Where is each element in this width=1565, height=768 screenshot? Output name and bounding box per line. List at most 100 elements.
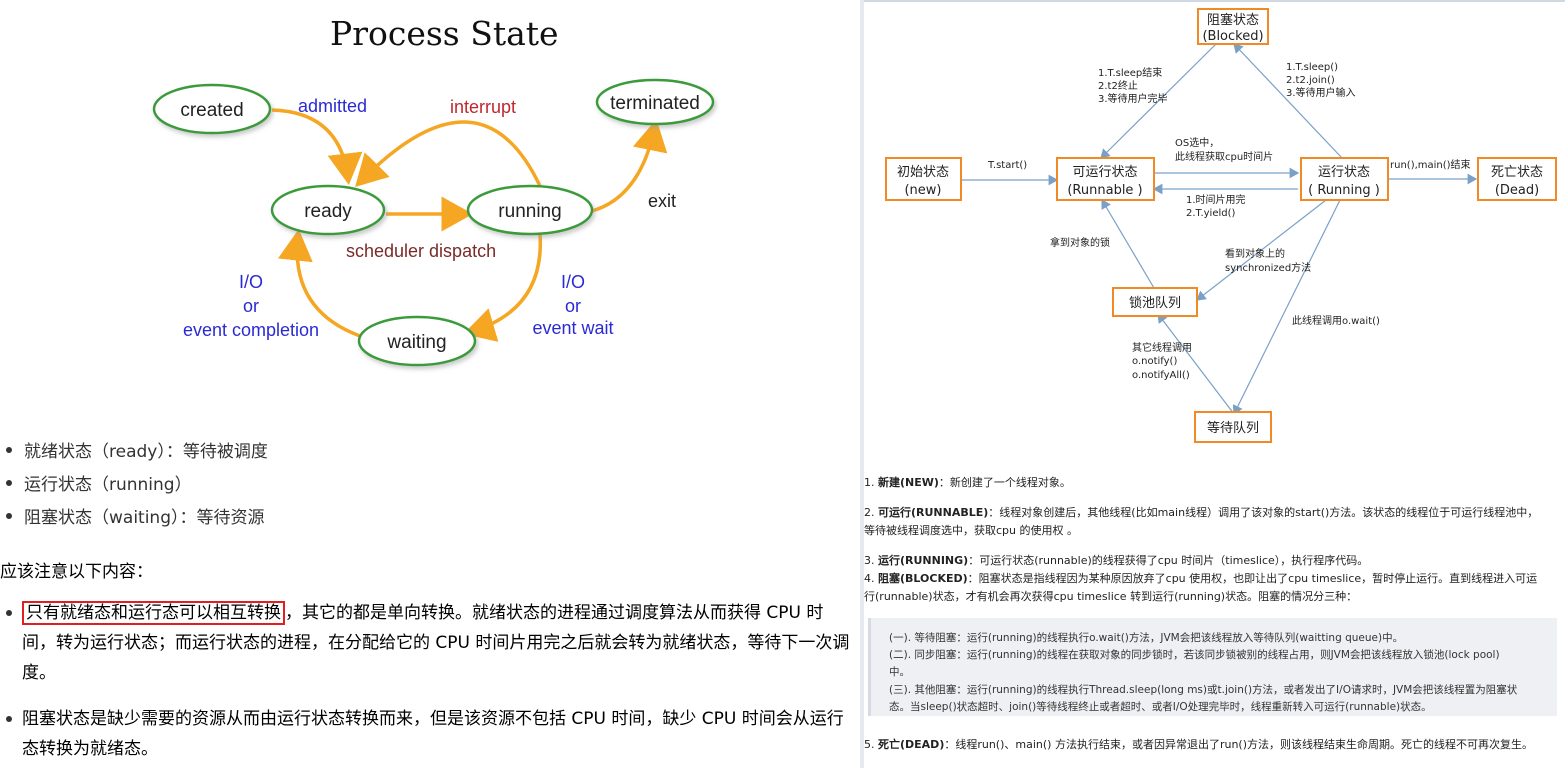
state-ready-oval [270, 184, 386, 236]
blocked-cases-box: (一). 等待阻塞：运行(running)的线程执行o.wait()方法，JVM… [868, 618, 1557, 716]
label-lock: 拿到对象的锁 [1050, 236, 1110, 249]
state-terminated-oval [595, 78, 715, 126]
para-text: ，其它的都是单向转换。就绪状态的进程通过调度算法从而获得 CPU 时间，转为运行… [22, 603, 850, 683]
desc-blocked: 4. 阻塞(BLOCKED)：阻塞状态是指线程因为某种原因放弃了cpu 使用权，… [864, 570, 1554, 606]
state-created-oval [152, 83, 272, 135]
desc-number: 5. [864, 738, 875, 751]
label-interrupt: interrupt [450, 97, 516, 117]
desc-text: ：阻塞状态是指线程因为某种原因放弃了cpu 使用权，也即让出了cpu times… [967, 572, 1538, 585]
state-running-label: running [498, 201, 561, 222]
label-r2b-3: 3.等待用户输入 [1286, 86, 1356, 99]
label-io-right-3: event wait [532, 318, 613, 338]
desc-heading: 死亡(DEAD) [878, 738, 945, 751]
thread-state-panel: 阻塞状态 (Blocked) 初始状态 (new) 可运行状态 (Runnabl… [864, 0, 1565, 768]
label-yield-2: 2.T.yield() [1186, 208, 1236, 219]
arrow-exit [587, 119, 668, 214]
arrow-lock-to-runnable [1101, 198, 1155, 289]
para-text: 阻塞状态是缺少需要的资源从而由运行状态转换而来，但是该资源不包括 CPU 时间，… [22, 709, 844, 759]
list-item: 阻塞状态（waiting）：等待资源 [6, 506, 265, 530]
label-scheduler-dispatch: scheduler dispatch [346, 241, 496, 261]
label-dead: run(),main()结束 [1390, 158, 1471, 171]
bullet-dot [6, 610, 12, 616]
label-b2r-2: 2.t2终止 [1098, 79, 1138, 92]
note-heading: 应该注意以下内容： [0, 562, 153, 582]
label-sync-1: 看到对象上的 [1225, 247, 1285, 260]
label-io-left-3: event completion [183, 320, 319, 340]
blocked-case-3-cont: 态。当sleep()状态超时、join()等待线程终止或者超时、或者I/O处理完… [889, 701, 1432, 713]
panel-divider [860, 0, 864, 768]
para-transition: 只有就绪态和运行态可以相互转换，其它的都是单向转换。就绪状态的进程通过调度算法从… [6, 598, 851, 688]
arrow-running-to-lock [1196, 199, 1327, 301]
desc-text: 行(runnable)状态，才有机会再次获得cpu timeslice 转到运行… [864, 590, 1358, 603]
label-io-left-2: or [243, 296, 259, 316]
process-state-title: Process State [330, 14, 559, 53]
label-start: T.start() [987, 160, 1027, 171]
label-notify-1: 其它线程调用 [1132, 341, 1192, 354]
box-new [885, 157, 962, 201]
arrow-blocked-to-runnable [1100, 43, 1217, 159]
arrow-admitted [271, 108, 363, 185]
state-created-label: created [180, 100, 243, 121]
label-b2r-1: 1.T.sleep结束 [1098, 66, 1162, 79]
state-ready-label: ready [304, 201, 352, 222]
arrow-interrupt [355, 120, 542, 187]
box-blocked-label-2: (Blocked) [1202, 29, 1263, 44]
para-blocked: 阻塞状态是缺少需要的资源从而由运行状态转换而来，但是该资源不包括 CPU 时间，… [6, 704, 851, 764]
bullet-dot [6, 447, 12, 453]
arrow-event-wait [463, 233, 543, 342]
blocked-case-2-cont: 中。 [889, 666, 910, 678]
thread-state-diagram: 阻塞状态 (Blocked) 初始状态 (new) 可运行状态 (Runnabl… [885, 8, 1557, 443]
arrow-running-to-wait [1232, 199, 1341, 416]
label-wait: 此线程调用o.wait() [1292, 314, 1380, 327]
state-waiting-label: waiting [386, 332, 446, 353]
desc-text: ：可运行状态(runnable)的线程获得了cpu 时间片（timeslice）… [968, 554, 1369, 567]
bullet-dot [6, 513, 12, 519]
blocked-case-1: (一). 等待阻塞：运行(running)的线程执行o.wait()方法，JVM… [889, 632, 1404, 644]
box-dead-label-2: (Dead) [1495, 183, 1539, 198]
box-blocked-label-1: 阻塞状态 [1207, 12, 1259, 28]
highlighted-text: 只有就绪态和运行态可以相互转换 [22, 601, 285, 625]
blocked-case-2: (二). 同步阻塞：运行(running)的线程在获取对象的同步锁时，若该同步锁… [889, 649, 1500, 661]
box-new-label-2: (new) [904, 183, 941, 198]
box-waitqueue [1194, 411, 1272, 443]
label-yield-1: 1.时间片用完 [1186, 193, 1246, 206]
box-running-label-2: ( Running ) [1308, 183, 1380, 198]
box-lockpool-label: 锁池队列 [1129, 295, 1181, 311]
desc-heading: 阻塞(BLOCKED) [878, 572, 968, 585]
state-running-oval [466, 184, 594, 236]
box-runnable [1056, 157, 1155, 201]
box-runnable-label-1: 可运行状态 [1072, 165, 1137, 180]
label-exit: exit [648, 191, 676, 211]
arrow-wait-to-lock [1157, 313, 1235, 415]
process-state-panel: Process State created ready running term… [0, 14, 851, 764]
box-lockpool [1112, 287, 1198, 317]
label-os-1: OS选中， [1175, 136, 1219, 149]
box-waitqueue-label: 等待队列 [1207, 420, 1259, 436]
list-item-text: 运行状态（running） [24, 475, 192, 495]
desc-new: 1. 新建(NEW)：新创建了一个线程对象。 [864, 474, 1554, 492]
box-runnable-label-2: (Runnable ) [1067, 183, 1142, 198]
arrow-event-completion [277, 229, 361, 338]
desc-dead: 5. 死亡(DEAD)：线程run()、main() 方法执行结束，或者因异常退… [864, 736, 1554, 754]
desc-heading: 运行(RUNNING) [878, 554, 969, 567]
arrow-running-to-blocked [1233, 43, 1343, 159]
state-waiting-oval [357, 315, 477, 367]
box-running-label-1: 运行状态 [1318, 165, 1370, 180]
label-r2b-1: 1.T.sleep() [1286, 62, 1338, 73]
label-r2b-2: 2.t2.join() [1286, 75, 1335, 86]
desc-text: 等待被线程调度选中，获取cpu 的使用权 。 [864, 524, 1078, 537]
desc-text: ：线程对象创建后，其他线程(比如main线程）调用了该对象的start()方法。… [988, 506, 1539, 519]
list-item: 就绪状态（ready）：等待被调度 [6, 440, 268, 464]
desc-text: ：线程run()、main() 方法执行结束，或者因异常退出了run()方法，则… [944, 738, 1534, 751]
box-dead-label-1: 死亡状态 [1491, 165, 1543, 180]
box-dead [1477, 157, 1557, 201]
desc-text: ：新创建了一个线程对象。 [938, 476, 1071, 489]
label-notify-2: o.notify() [1132, 356, 1177, 367]
box-blocked [1197, 8, 1269, 45]
list-item-text: 就绪状态（ready）：等待被调度 [24, 442, 268, 462]
bullet-dot [6, 480, 12, 486]
desc-number: 1. [864, 476, 875, 489]
desc-heading: 可运行(RUNNABLE) [878, 506, 989, 519]
label-io-right-2: or [565, 296, 581, 316]
box-running [1300, 157, 1389, 201]
